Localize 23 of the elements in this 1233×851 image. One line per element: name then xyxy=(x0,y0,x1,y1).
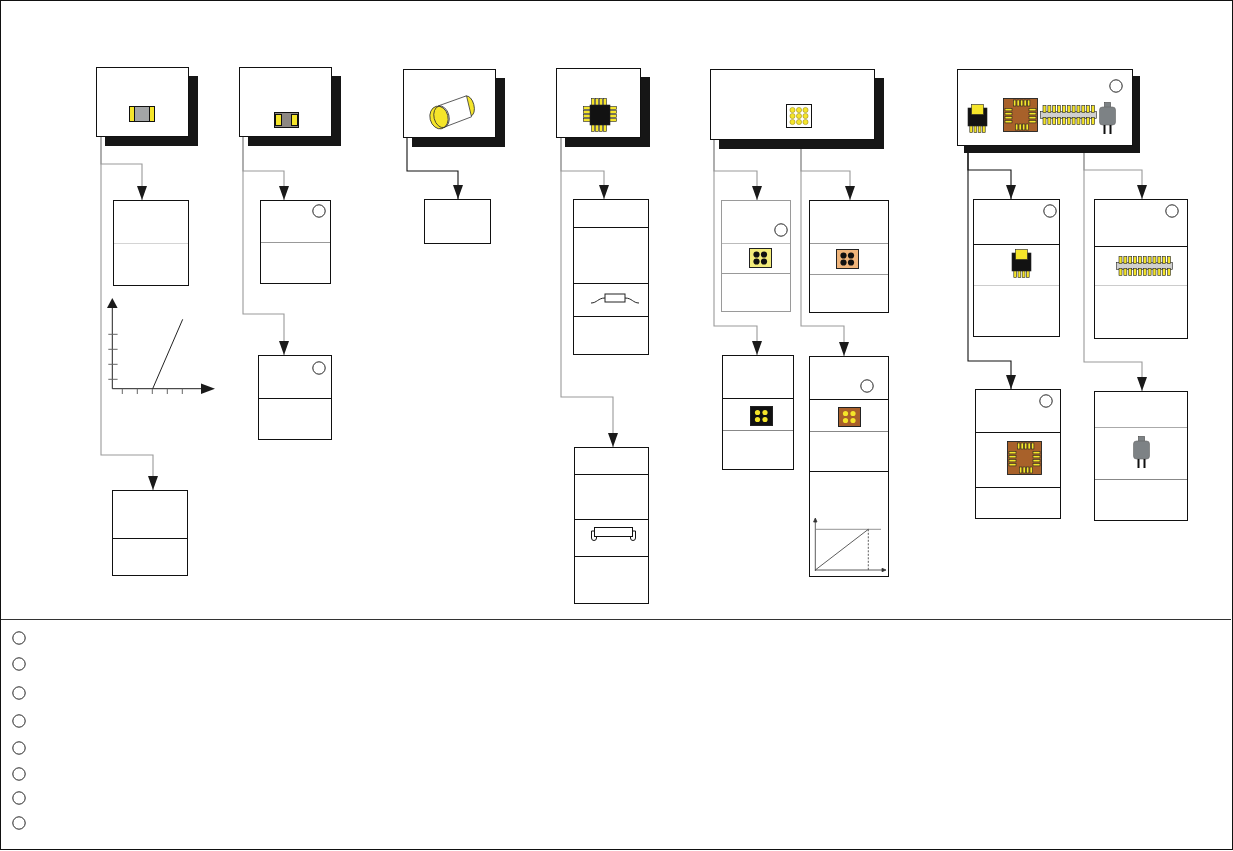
connector-arrow xyxy=(967,152,1016,390)
blank-form-card xyxy=(809,356,889,577)
connector-arrow xyxy=(560,137,618,448)
blank-form-card xyxy=(113,200,189,286)
blank-form-card xyxy=(112,490,188,576)
blank-form-card xyxy=(721,200,791,312)
blank-form-card xyxy=(260,200,331,284)
blank-form-card xyxy=(1094,391,1188,521)
blank-form-card xyxy=(722,355,794,470)
connector-arrow xyxy=(406,137,463,200)
blank-form-card xyxy=(809,200,889,313)
connector-arrow xyxy=(242,136,289,356)
blank-form-card xyxy=(573,199,649,355)
connector-arrow xyxy=(713,139,762,356)
connector-arrow xyxy=(100,136,158,491)
blank-form-card xyxy=(1094,199,1188,339)
blank-form-card xyxy=(975,389,1061,519)
connector-arrow xyxy=(800,148,849,357)
blank-form-card xyxy=(258,355,332,440)
blank-card xyxy=(424,199,491,244)
blank-form-card xyxy=(973,199,1060,337)
connector-arrow xyxy=(1083,152,1147,392)
blank-form-card xyxy=(574,447,649,604)
